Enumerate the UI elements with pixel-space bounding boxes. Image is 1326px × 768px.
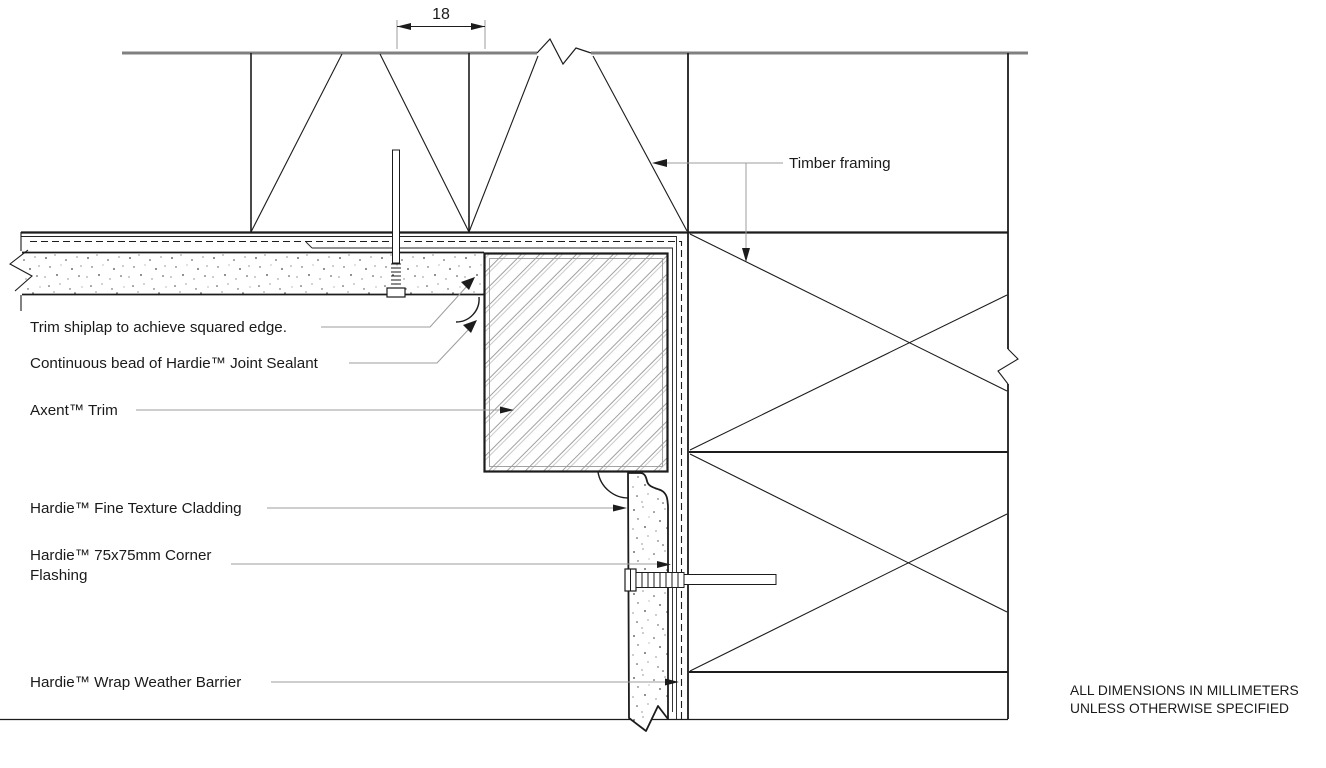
cladding-screw-threads (391, 263, 401, 289)
leader-joint-sealant (349, 320, 477, 364)
dim-arrow-left (397, 23, 411, 30)
dimension-value: 18 (432, 6, 450, 23)
timber-framing-lines (0, 37, 1028, 721)
right-wall-brace-diagonals (689, 233, 1008, 672)
rigid-backing-line (21, 236, 677, 719)
break-symbol-top (536, 37, 592, 66)
label-corner-flashing-line1: Hardie™ 75x75mm Corner (30, 547, 211, 564)
flashing-screw-shank (683, 574, 777, 585)
leader-timber-framing (652, 159, 783, 262)
label-timber-framing: Timber framing (789, 155, 891, 172)
general-notes: ALL DIMENSIONS IN MILLIMETERS UNLESS OTH… (1070, 683, 1299, 716)
leader-trim-shiplap (321, 277, 475, 328)
leader-weather-barrier (271, 678, 679, 686)
label-trim-shiplap: Trim shiplap to achieve squared edge. (30, 319, 287, 336)
corner-flashing-line (305, 241, 673, 712)
label-weather-barrier: Hardie™ Wrap Weather Barrier (30, 674, 241, 691)
vertical-cladding (627, 472, 669, 732)
note-line-2: UNLESS OTHERWISE SPECIFIED (1070, 701, 1289, 716)
note-line-1: ALL DIMENSIONS IN MILLIMETERS (1070, 683, 1299, 698)
leader-axent-trim (136, 406, 514, 414)
label-axent-trim: Axent™ Trim (30, 402, 118, 419)
dim-arrow-right (471, 23, 485, 30)
sealant-beads (455, 296, 630, 499)
top-wall-brace-diagonals (250, 53, 688, 233)
leader-cladding (267, 504, 627, 512)
dimension-18: 18 (396, 6, 486, 49)
sealant-arc-top (455, 296, 480, 323)
leader-lines (136, 159, 783, 686)
weather-barrier-dashed-line (30, 240, 683, 719)
membrane-lines (21, 236, 683, 719)
trim-inner-offset-line (489, 258, 663, 467)
flashing-screw (624, 568, 777, 592)
flashing-screw-threads (635, 572, 685, 588)
text-labels: Timber framing Trim shiplap to achieve s… (30, 155, 891, 691)
break-symbol-cladding-left (8, 232, 33, 311)
cladding-screw-head (386, 287, 406, 298)
top-wall-outer-line (122, 37, 1028, 66)
cladding-screw (386, 149, 406, 298)
label-corner-flashing-line2: Flashing (30, 567, 87, 584)
horizontal-cladding (8, 232, 484, 311)
leader-corner-flashing (231, 561, 671, 568)
label-cladding: Hardie™ Fine Texture Cladding (30, 500, 242, 517)
sealant-arc-bottom (597, 471, 630, 499)
label-joint-sealant: Continuous bead of Hardie™ Joint Sealant (30, 355, 319, 372)
axent-trim-block (483, 252, 669, 473)
break-symbol-right (997, 348, 1019, 385)
